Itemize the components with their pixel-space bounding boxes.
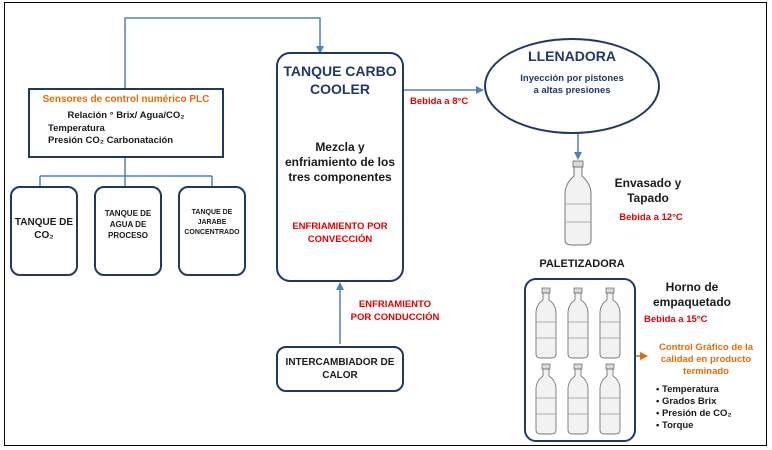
bebida-8-label: Bebida a 8°C (410, 96, 469, 107)
bottle-icon (564, 160, 592, 246)
control-item: • Torque (656, 420, 694, 431)
bebida-15-label: Bebida a 15°C (644, 314, 708, 325)
sensor-line-brix: Relación ° Brix/ Agua/CO₂ (67, 110, 185, 121)
control-item: • Presión de CO₂ (656, 408, 732, 419)
bebida-12-label: Bebida a 12°C (619, 212, 683, 223)
pallet-bottle-icon (599, 363, 621, 435)
sensors-box (28, 88, 224, 158)
carbo-cooler-box (276, 52, 404, 282)
pallet-bottle-icon (599, 287, 621, 359)
sensor-to-carbo-line (124, 17, 324, 88)
pallet-bottles (535, 287, 621, 435)
sensor-line-temperature: Temperatura (48, 122, 105, 134)
tank-water-box (94, 186, 162, 276)
paletizadora-label: PALETIZADORA (539, 258, 625, 270)
tank-water-label: TANQUE DE AGUA DE PROCESO (104, 209, 152, 240)
carbo-cooler-cooling: ENFRIAMIENTO POR CONVECCIÓN (292, 221, 388, 245)
diagram-frame (4, 2, 767, 446)
control-item: • Grados Brix (656, 396, 717, 407)
control-item: • Temperatura (656, 384, 719, 395)
carbo-cooler-title: TANQUE CARBO COOLER (283, 63, 397, 97)
tank-co2-label: TANQUE DE CO₂ (14, 217, 74, 241)
llenadora-title: LLENADORA (528, 48, 616, 64)
pallet-bottle-icon (535, 363, 557, 435)
sensor-line-pressure: Presión CO₂ Carbonatación (48, 135, 174, 146)
control-title: Control Gráfico de la calidad en product… (659, 342, 753, 377)
tank-co2-box (10, 186, 78, 276)
pallet-bottle-icon (567, 363, 589, 435)
horno-label: Horno de empaquetado (652, 280, 731, 309)
sensor-to-tanks-line (39, 158, 213, 188)
control-list: • Temperatura • Grados Brix • Presión de… (656, 384, 732, 432)
carbo-cooler-desc: Mezcla y enfriamiento de los tres compon… (284, 140, 396, 184)
tank-syrup-label: TANQUE DE JARABE CONCENTRADO (184, 209, 240, 236)
tank-syrup-box (178, 186, 246, 276)
sensors-title: Sensores de control numérico PLC (42, 94, 210, 105)
llenadora-desc: Inyección por pistones a altas presiones (520, 73, 624, 96)
exchanger-box (276, 346, 404, 392)
pallet-bottle-icon (567, 287, 589, 359)
envasado-label: Envasado y Tapado (614, 176, 682, 205)
llenadora-ellipse (484, 38, 660, 134)
conduccion-label: ENFRIAMIENTO POR CONDUCCIÓN (350, 299, 440, 323)
exchanger-label: INTERCAMBIADOR DE CALOR (285, 357, 395, 381)
pallet-bottle-icon (535, 287, 557, 359)
sensors-lines: Relación ° Brix/ Agua/CO₂ Temperatura Pr… (30, 110, 222, 148)
